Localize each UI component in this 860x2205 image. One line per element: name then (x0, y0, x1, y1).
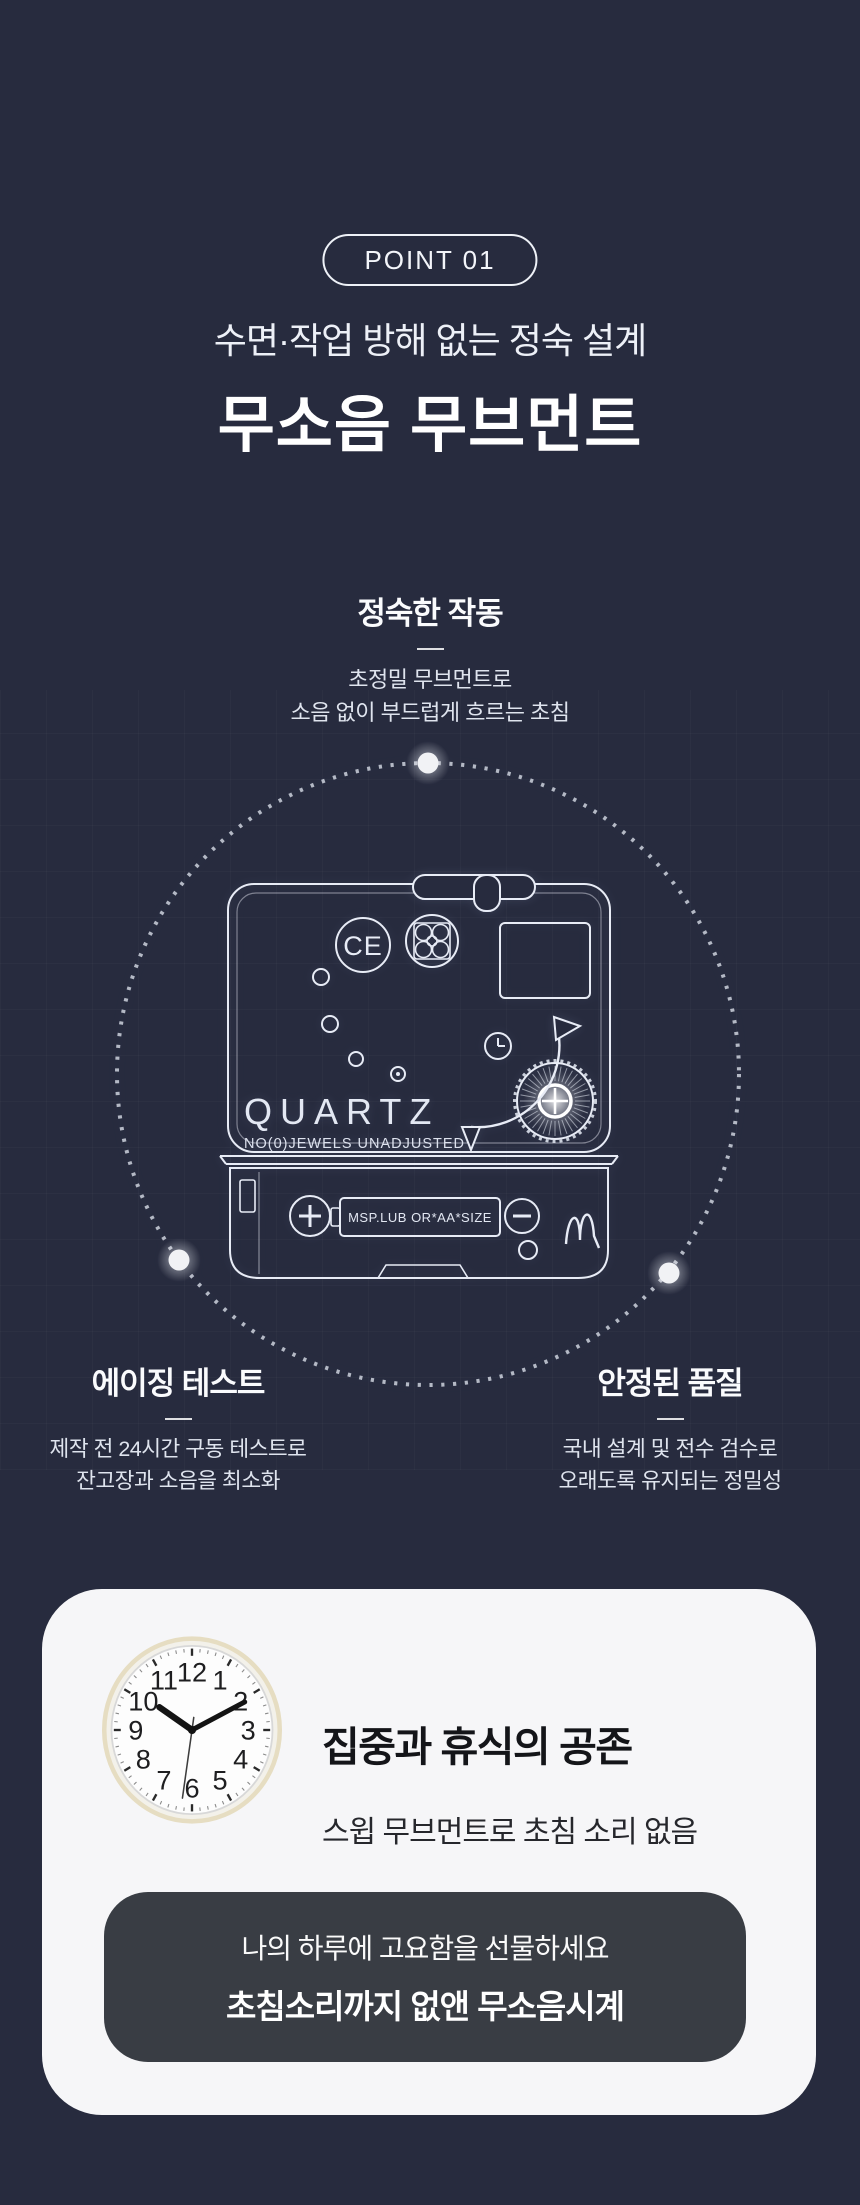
aging-line2: 잔고장과 소음을 최소화 (76, 1469, 280, 1493)
rotation-arrow-icon (460, 1015, 583, 1153)
quiet-heading: 정숙한 작동 (357, 596, 503, 631)
slogan-banner: 나의 하루에 고요함을 선물하세요 초침소리까지 없앤 무소음시계 (104, 1892, 746, 2062)
section-stable-quality: 안정된 품질 국내 설계 및 전수 검수로 오래도록 유지되는 정밀성 (480, 1358, 860, 1497)
quiet-description: 초정밀 무브먼트로 소음 없이 부드럽게 흐르는 초침 (170, 663, 690, 729)
quality-line2: 오래도록 유지되는 정밀성 (558, 1469, 782, 1493)
orbit-dot-right (647, 1251, 691, 1295)
rosette-emblem (405, 914, 459, 968)
orbit-dotted-circle (115, 761, 741, 1387)
section-aging-test: 에이징 테스트 제작 전 24시간 구동 테스트로 잔고장과 소음을 최소화 (0, 1358, 368, 1497)
svg-text:9: 9 (128, 1715, 143, 1746)
label-plate (499, 922, 591, 999)
clock-center-cap (187, 1725, 197, 1735)
svg-text:7: 7 (156, 1765, 171, 1796)
ce-mark-label: CE (343, 931, 383, 961)
aging-description: 제작 전 24시간 구동 테스트로 잔고장과 소음을 최소화 (0, 1433, 368, 1497)
svg-text:11: 11 (150, 1664, 178, 1695)
aging-line1: 제작 전 24시간 구동 테스트로 (49, 1437, 307, 1461)
banner-line2: 초침소리까지 없앤 무소음시계 (225, 1987, 625, 2025)
ce-mark-circle (335, 917, 391, 973)
card-subtitle: 스윕 무브먼트로 초침 소리 없음 (322, 1816, 698, 1849)
screw-holes (312, 968, 406, 1082)
jewels-label: NO(0)JEWELS UNADJUSTED (244, 1136, 465, 1152)
hanger-hook (473, 874, 501, 912)
clock-ticks (113, 1648, 271, 1812)
battery-compartment: MSP.LUB OR*AA*SIZE (229, 1167, 609, 1279)
divider (656, 1418, 684, 1420)
page-title: 무소음 무브먼트 (217, 391, 643, 460)
battery-slot (339, 1197, 501, 1237)
point-badge: POINT 01 (322, 234, 538, 286)
screw-hole (518, 1240, 538, 1260)
aging-heading: 에이징 테스트 (91, 1366, 266, 1401)
quality-heading: 안정된 품질 (597, 1366, 743, 1401)
quiet-line1: 초정밀 무브먼트로 (348, 667, 512, 692)
divider (416, 648, 444, 650)
svg-text:10: 10 (128, 1686, 158, 1717)
quality-line1: 국내 설계 및 전수 검수로 (562, 1437, 778, 1461)
svg-text:6: 6 (184, 1772, 199, 1803)
card-text-block: 집중과 휴식의 공존 스윕 무브먼트로 초침 소리 없음 (322, 1713, 698, 1851)
section-quiet-operation: 정숙한 작동 초정밀 무브먼트로 소음 없이 부드럽게 흐르는 초침 (170, 588, 690, 729)
orbit-dot-top (406, 741, 450, 785)
svg-text:12: 12 (177, 1657, 207, 1688)
clock-icon (484, 1032, 512, 1060)
svg-text:5: 5 (213, 1765, 228, 1796)
quartz-movement-drawing: CE QUARTZ NO(0)JEWELS UNADJUSTED (219, 874, 619, 1279)
flange (219, 1155, 619, 1165)
divider (164, 1418, 192, 1420)
svg-text:1: 1 (213, 1664, 228, 1695)
plus-terminal-icon (289, 1195, 331, 1237)
orbit-dot-left (157, 1238, 201, 1282)
setting-gear-icon (513, 1059, 597, 1143)
quartz-label: QUARTZ (244, 1091, 439, 1132)
svg-text:3: 3 (241, 1715, 256, 1746)
svg-text:8: 8 (136, 1743, 151, 1774)
hero-subtitle: 수면·작업 방해 없는 정숙 설계 (213, 320, 647, 361)
banner-line1: 나의 하루에 고요함을 선물하세요 (241, 1932, 610, 1964)
svg-text:4: 4 (233, 1743, 248, 1774)
battery-size-label: MSP.LUB OR*AA*SIZE (348, 1210, 492, 1225)
point-badge-label: POINT 01 (364, 245, 496, 275)
quality-description: 국내 설계 및 전수 검수로 오래도록 유지되는 정밀성 (480, 1433, 860, 1497)
card-title: 집중과 휴식의 공존 (322, 1724, 633, 1770)
minus-terminal-icon (504, 1198, 540, 1234)
m-signature (564, 1213, 601, 1249)
movement-blueprint-illustration: CE QUARTZ NO(0)JEWELS UNADJUSTED (115, 741, 741, 1387)
quiet-line2: 소음 없이 부드럽게 흐르는 초침 (290, 700, 570, 725)
